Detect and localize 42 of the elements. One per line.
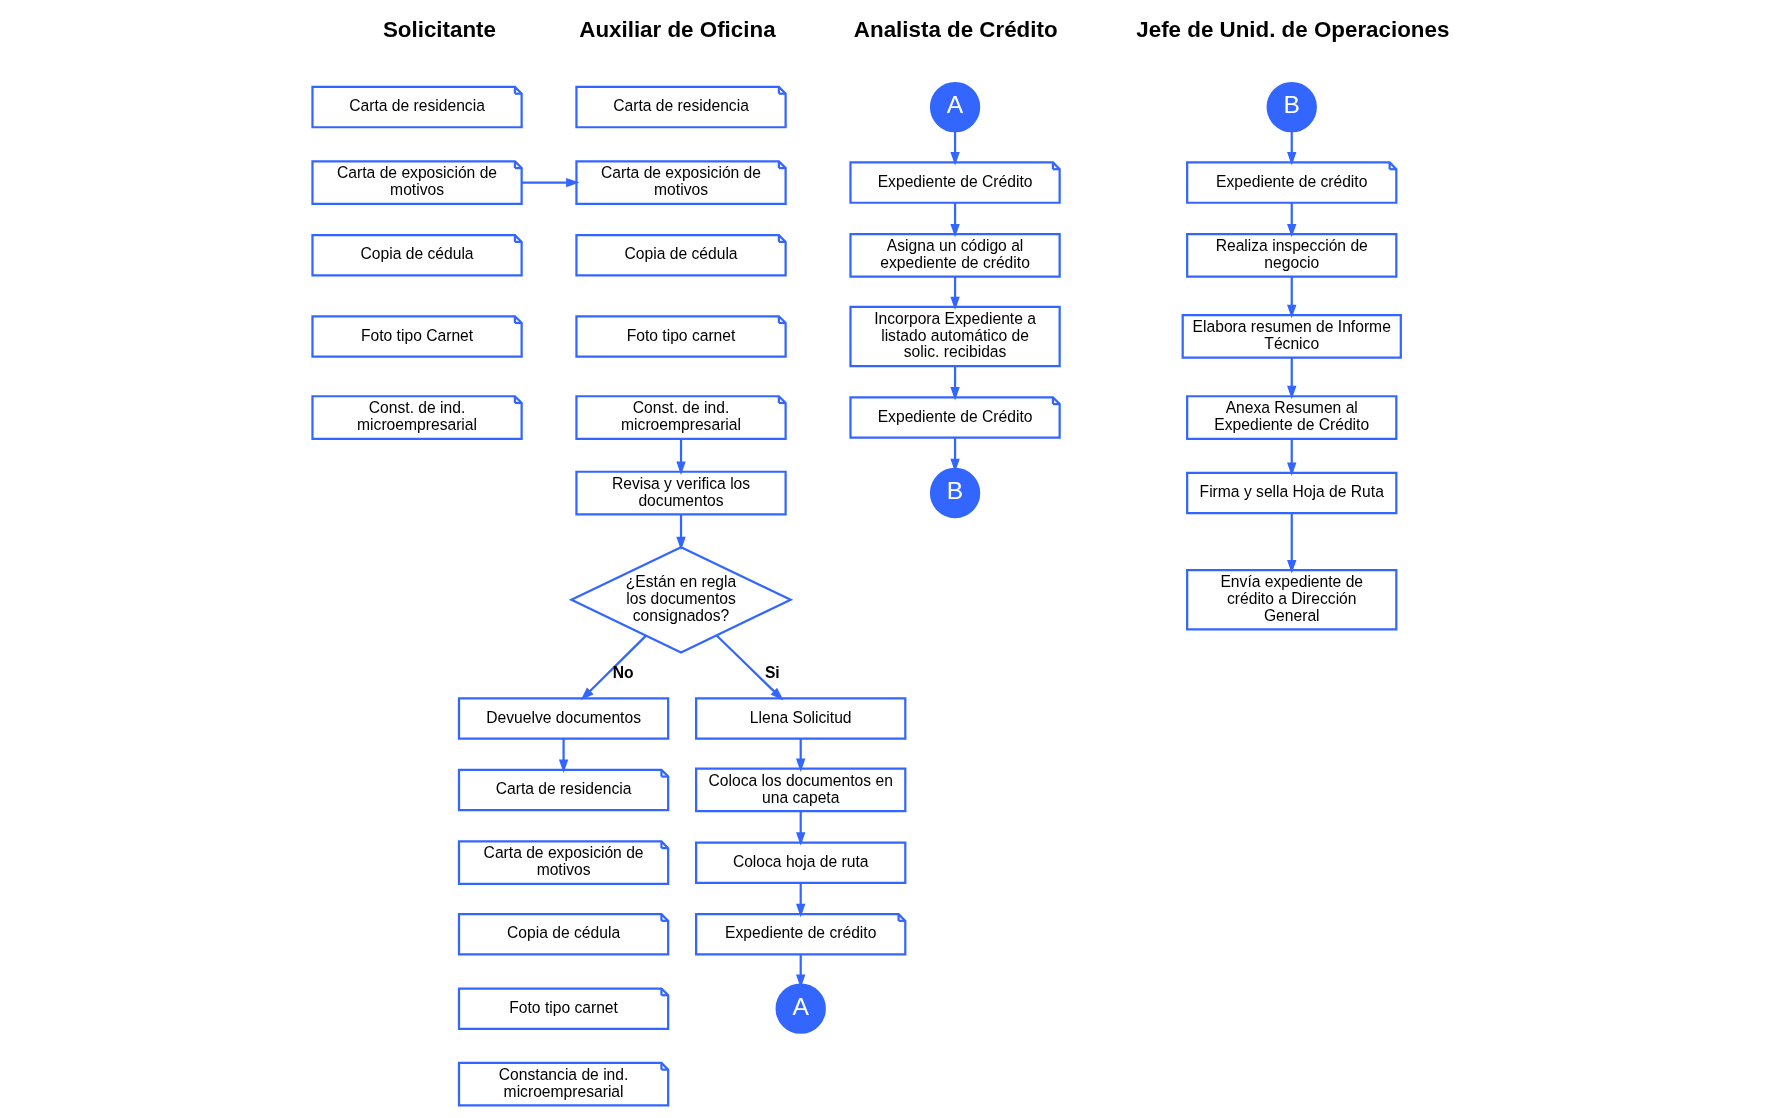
label: Jefe de Unid. de Operaciones — [1135, 17, 1449, 43]
arrow — [1286, 203, 1296, 238]
node-box: Coloca hoja de ruta — [694, 841, 906, 884]
node-box: Envía expediente de crédito a Dirección General — [1185, 569, 1397, 631]
arrow — [521, 177, 580, 188]
arrow — [949, 276, 960, 311]
node-circle: A — [775, 983, 826, 1034]
node-diamond: ¿Están en regla los documentos consignados? — [568, 546, 793, 654]
node-circle: A — [929, 81, 980, 133]
arrow — [949, 366, 960, 401]
arrow — [949, 131, 960, 166]
label: Solicitante — [382, 17, 496, 43]
arrow — [1286, 357, 1296, 400]
arrow — [1286, 439, 1296, 476]
arrow — [1286, 131, 1296, 166]
arrow — [1286, 513, 1296, 574]
node-box: Llena Solicitud — [694, 697, 906, 740]
arrow — [795, 811, 805, 846]
label: Auxiliar de Oficina — [578, 17, 776, 43]
node-box: Incorpora Expediente a listado automático de solic. recibidas — [848, 305, 1061, 368]
node-box: Coloca los documentos en una capeta — [694, 767, 906, 813]
node-box: Elabora resumen de Informe Técnico — [1181, 314, 1402, 359]
label: Analista de Crédito — [853, 17, 1058, 43]
arrow — [1286, 276, 1296, 319]
arrow — [795, 883, 805, 918]
node-box: Anexa Resumen al Expediente de Crédito — [1185, 395, 1397, 440]
node-box: Revisa y verifica los documentos — [574, 470, 787, 516]
node-circle: B — [1266, 81, 1317, 133]
arrow — [675, 514, 686, 551]
node-box: Asigna un código al expediente de crédito — [848, 232, 1061, 278]
edge-label: Si — [764, 664, 780, 682]
arrow — [715, 634, 783, 701]
edge-label: No — [612, 664, 634, 682]
arrow — [580, 635, 647, 701]
node-box: Realiza inspección de negocio — [1185, 232, 1397, 278]
arrow — [558, 738, 568, 774]
node-box: Devuelve documentos — [457, 697, 669, 740]
node-circle: B — [929, 467, 980, 519]
arrow — [675, 439, 686, 475]
arrow — [795, 738, 805, 773]
node-box: Firma y sella Hoja de Ruta — [1185, 471, 1397, 515]
arrow — [949, 203, 960, 238]
